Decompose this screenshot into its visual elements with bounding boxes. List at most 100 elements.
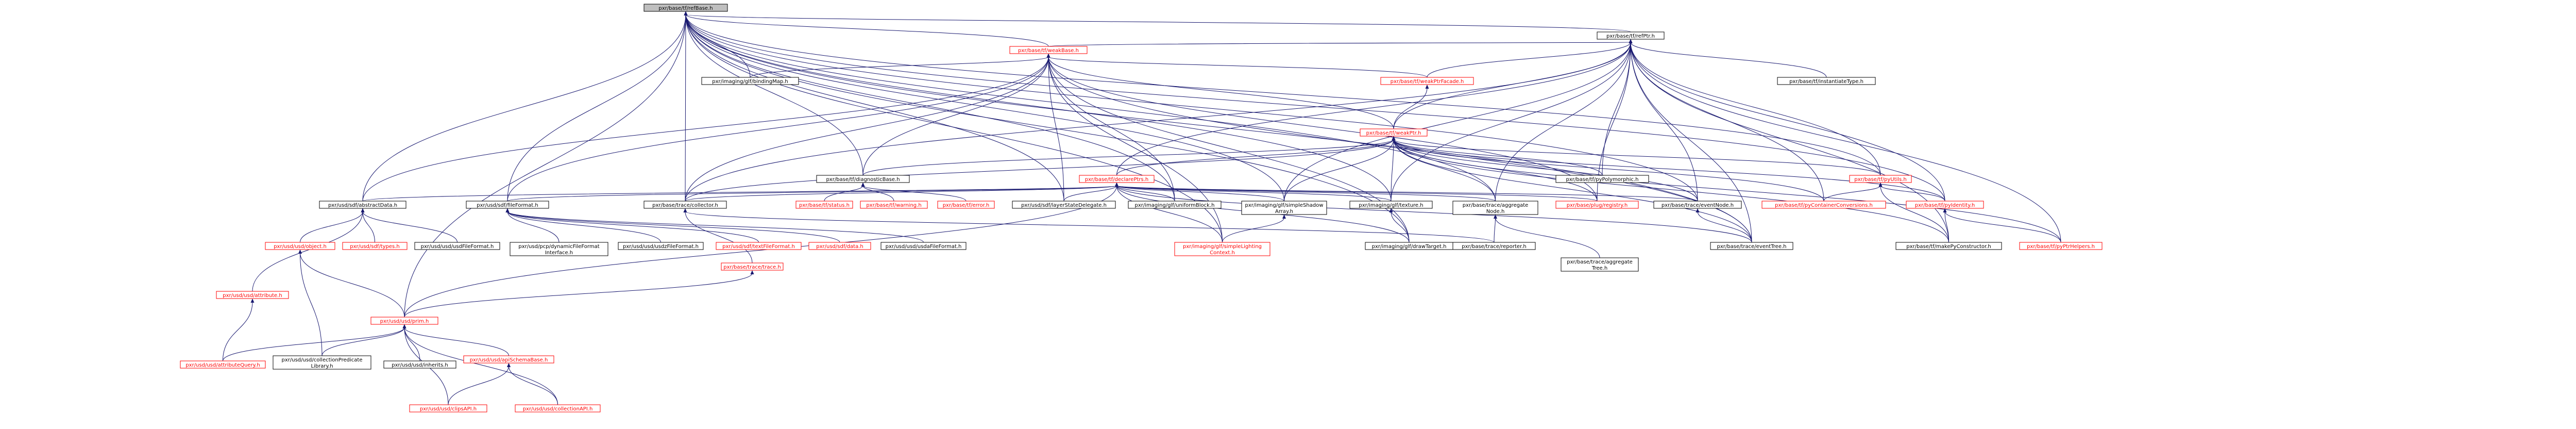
node-box xyxy=(1009,46,1088,54)
node-apiSchemaBase[interactable]: pxr/usd/usd/apiSchemaBase.h xyxy=(463,355,554,364)
edge-arrowhead xyxy=(684,11,688,15)
node-diagnosticBase[interactable]: pxr/base/tf/diagnosticBase.h xyxy=(816,175,910,183)
node-object[interactable]: pxr/usd/usd/object.h xyxy=(265,242,335,250)
node-fileFormat[interactable]: pxr/usd/sdf/fileFormat.h xyxy=(466,201,549,209)
node-pyContainerConversions[interactable]: pxr/base/tf/pyContainerConversions.h xyxy=(1761,201,1886,209)
node-usdzFileFormat[interactable]: pxr/usd/usd/usdzFileFormat.h xyxy=(618,242,704,250)
edge-weakPtrFacade-to-weakBase xyxy=(1048,56,1428,78)
node-reporter[interactable]: pxr/base/trace/reporter.h xyxy=(1452,242,1536,250)
edge-pyContainerConversions-to-weakPtr xyxy=(1393,139,1824,202)
node-usdaFileFormat[interactable]: pxr/usd/usd/usdaFileFormat.h xyxy=(880,242,967,250)
edge-diagnosticBase-to-weakPtr xyxy=(862,139,1394,176)
edge-diagnosticBase-to-weakBase xyxy=(862,56,1049,176)
node-label: pxr/usd/usd/clipsAPI.h xyxy=(420,406,477,412)
node-registry[interactable]: pxr/base/plug/registry.h xyxy=(1555,201,1639,209)
edge-aggregateNode-to-refPtr xyxy=(1495,42,1631,202)
node-label: pxr/usd/usd/prim.h xyxy=(380,319,429,324)
node-pyPtrHelpers[interactable]: pxr/base/tf/pyPtrHelpers.h xyxy=(2019,242,2103,250)
edge-simpleShadowArray-to-refPtr xyxy=(1284,42,1631,202)
node-label: pxr/base/trace/aggregate xyxy=(1463,203,1529,208)
node-sdfData[interactable]: pxr/usd/sdf/data.h xyxy=(808,242,871,250)
node-abstractData[interactable]: pxr/usd/sdf/abstractData.h xyxy=(319,201,406,209)
edge-reporter-to-collector xyxy=(685,211,1495,243)
node-eventNode[interactable]: pxr/base/trace/eventNode.h xyxy=(1653,201,1742,209)
node-label: pxr/base/tf/warning.h xyxy=(866,203,921,208)
node-box xyxy=(721,262,784,271)
node-pyPolymorphic[interactable]: pxr/base/tf/pyPolymorphic.h xyxy=(1555,175,1649,183)
node-usdFileFormat[interactable]: pxr/usd/usd/usdFileFormat.h xyxy=(414,242,500,250)
node-collector[interactable]: pxr/base/trace/collector.h xyxy=(643,201,727,209)
node-label: pxr/base/tf/weakPtrFacade.h xyxy=(1391,79,1464,85)
edge-pyPtrHelpers-to-refPtr xyxy=(1630,42,2061,243)
node-box xyxy=(265,242,335,250)
edge-simpleLightingContext-to-refBase xyxy=(685,14,1223,243)
node-error[interactable]: pxr/base/tf/error.h xyxy=(937,201,995,209)
node-drawTarget[interactable]: pxr/imaging/glf/drawTarget.h xyxy=(1365,242,1453,250)
node-inherits[interactable]: pxr/usd/usd/inherits.h xyxy=(383,360,456,369)
edge-makePyConstructor-to-pyIdentity xyxy=(1944,211,1949,243)
edge-layerStateDelegate-to-declarePtrs xyxy=(1063,185,1117,202)
edge-arrowhead xyxy=(507,363,511,367)
edge-texture-to-declarePtrs xyxy=(1116,185,1392,202)
node-refPtr[interactable]: pxr/base/tf/refPtr.h xyxy=(1597,31,1665,40)
node-clipsAPI[interactable]: pxr/usd/usd/clipsAPI.h xyxy=(409,404,487,412)
edge-layerStateDelegate-to-weakBase xyxy=(1048,56,1064,202)
edge-makePyConstructor-to-pyUtils xyxy=(1880,185,1949,243)
node-prim[interactable]: pxr/usd/usd/prim.h xyxy=(370,317,438,325)
node-pyUtils[interactable]: pxr/base/tf/pyUtils.h xyxy=(1849,175,1912,183)
node-pyIdentity[interactable]: pxr/base/tf/pyIdentity.h xyxy=(1906,201,1984,209)
node-box xyxy=(510,242,608,256)
edge-collectionAPI-to-apiSchemaBase xyxy=(509,366,558,405)
node-bindingMap[interactable]: pxr/imaging/glf/bindingMap.h xyxy=(701,77,799,85)
node-collectionAPI[interactable]: pxr/usd/usd/collectionAPI.h xyxy=(515,404,601,412)
node-makePyConstructor[interactable]: pxr/base/tf/makePyConstructor.h xyxy=(1895,242,2002,250)
node-label: pxr/usd/sdf/layerStateDelegate.h xyxy=(1021,203,1107,208)
node-weakPtr[interactable]: pxr/base/tf/weakPtr.h xyxy=(1360,128,1428,137)
node-label: pxr/imaging/glf/bindingMap.h xyxy=(712,79,788,85)
edge-texture-to-refBase xyxy=(685,14,1392,202)
edge-arrowhead xyxy=(250,299,255,303)
node-label: Context.h xyxy=(1210,250,1235,256)
node-box xyxy=(409,404,487,412)
node-refBase[interactable]: pxr/base/tf/refBase.h xyxy=(643,4,728,12)
node-declarePtrs[interactable]: pxr/base/tf/declarePtrs.h xyxy=(1079,175,1155,183)
node-trace[interactable]: pxr/base/trace/trace.h xyxy=(721,262,784,271)
node-box xyxy=(880,242,967,250)
node-status[interactable]: pxr/base/tf/status.h xyxy=(795,201,853,209)
node-uniformBlock[interactable]: pxr/imaging/glf/uniformBlock.h xyxy=(1128,201,1222,209)
node-attribute[interactable]: pxr/usd/usd/attribute.h xyxy=(216,291,289,299)
edge-eventTree-to-declarePtrs xyxy=(1116,185,1752,243)
node-attributeQuery[interactable]: pxr/usd/usd/attributeQuery.h xyxy=(180,360,266,369)
node-types[interactable]: pxr/usd/sdf/types.h xyxy=(342,242,408,250)
node-weakPtrFacade[interactable]: pxr/base/tf/weakPtrFacade.h xyxy=(1380,77,1474,85)
node-instantiateType[interactable]: pxr/base/tf/instantiateType.h xyxy=(1777,77,1876,85)
node-box xyxy=(216,291,289,299)
node-textFileFormat[interactable]: pxr/usd/sdf/textFileFormat.h xyxy=(716,242,802,250)
node-weakBase[interactable]: pxr/base/tf/weakBase.h xyxy=(1009,46,1088,54)
node-box xyxy=(1597,31,1665,40)
edge-simpleLightingContext-to-weakBase xyxy=(1048,56,1223,243)
node-label: pxr/base/tf/pyPolymorphic.h xyxy=(1566,177,1639,183)
edge-registry-to-weakBase xyxy=(1048,56,1598,202)
node-layerStateDelegate[interactable]: pxr/usd/sdf/layerStateDelegate.h xyxy=(1012,201,1116,209)
node-label: pxr/usd/sdf/data.h xyxy=(816,244,863,250)
node-eventTree[interactable]: pxr/base/trace/eventTree.h xyxy=(1710,242,1793,250)
edge-arrowhead xyxy=(298,250,302,254)
node-box xyxy=(1849,175,1912,183)
edge-arrowhead xyxy=(1046,54,1050,58)
edge-declarePtrs-to-refPtr xyxy=(1116,42,1631,176)
node-texture[interactable]: pxr/imaging/glf/texture.h xyxy=(1349,201,1433,209)
edge-attributeQuery-to-attribute xyxy=(223,301,253,361)
node-warning[interactable]: pxr/base/tf/warning.h xyxy=(860,201,928,209)
node-box xyxy=(1128,201,1222,209)
node-label: pxr/imaging/glf/drawTarget.h xyxy=(1372,244,1447,250)
node-box xyxy=(342,242,408,250)
edge-collectionAPI-to-prim xyxy=(404,327,558,405)
